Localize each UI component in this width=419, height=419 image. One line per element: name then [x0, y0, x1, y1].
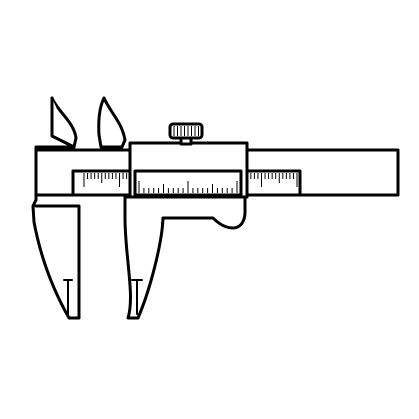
vernier-scale: [138, 181, 238, 193]
fixed-jaw: [31, 96, 81, 320]
sliding-jaw: [97, 96, 249, 320]
clamp-screw-icon: [168, 122, 204, 146]
